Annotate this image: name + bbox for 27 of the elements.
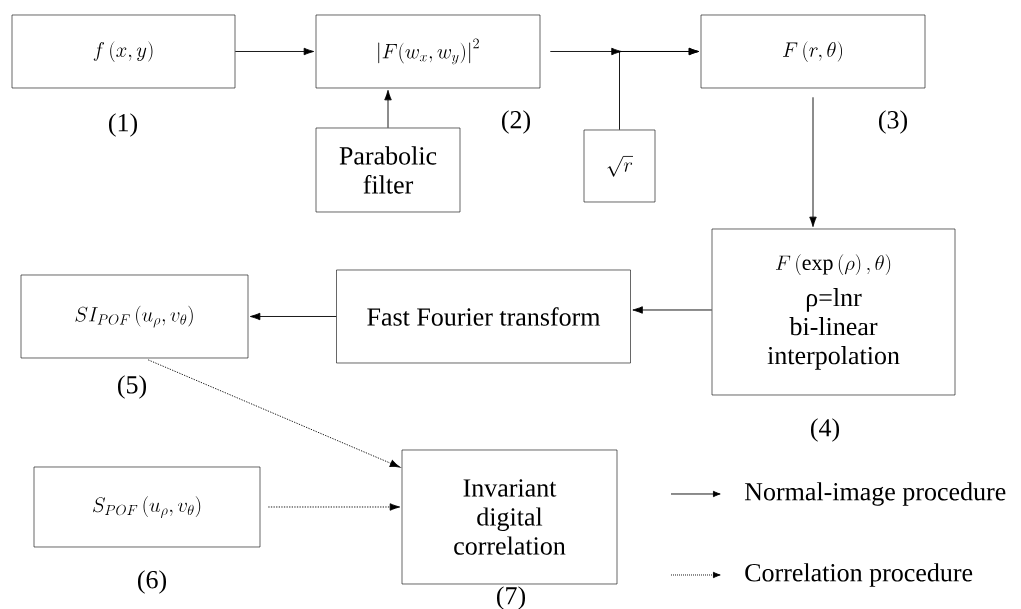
process-box: Fast Fourier transform — [336, 269, 631, 364]
step-number: (3) — [879, 110, 907, 134]
step-number: (2) — [502, 110, 530, 134]
step-number: (4) — [811, 418, 839, 442]
step-number: (5) — [118, 375, 146, 399]
arrow — [611, 47, 700, 131]
formula-box: $f\left(x, y\right)$ — [11, 14, 236, 89]
formula-box: $SI_{POF}\left(u_{\rho}, v_{\theta}\right)$ — [20, 274, 249, 359]
arrow — [632, 306, 713, 314]
legend-text: Normal-image procedure — [744, 482, 1006, 506]
formula-box: $F\left(\exp\left(\rho\right), \theta\right)$ ρ=lnr bi-linear interpolation — [711, 228, 956, 396]
legend-text: Correlation procedure — [745, 563, 973, 587]
process-box: Parabolic filter — [315, 127, 461, 213]
arrow — [147, 359, 401, 468]
formula-box: $F\left(r, \theta\right)$ — [700, 14, 926, 89]
step-number: (1) — [109, 113, 137, 137]
formula-box: $S_{POF}\left(u_{\rho}, v_{\theta}\right)$ — [33, 466, 261, 548]
formula-box: $\left|F(w_{x}, w_{y})\right|^{2}$ — [315, 14, 541, 89]
step-number: (6) — [138, 570, 166, 594]
formula-box: $\sqrt{r}$ — [583, 129, 656, 203]
arrow — [809, 96, 817, 228]
process-box: Invariant digital correlation — [401, 449, 618, 585]
arrow — [384, 89, 392, 129]
arrow — [267, 503, 401, 511]
arrow — [234, 47, 315, 56]
arrow — [249, 312, 337, 321]
step-number: (7) — [497, 586, 525, 609]
